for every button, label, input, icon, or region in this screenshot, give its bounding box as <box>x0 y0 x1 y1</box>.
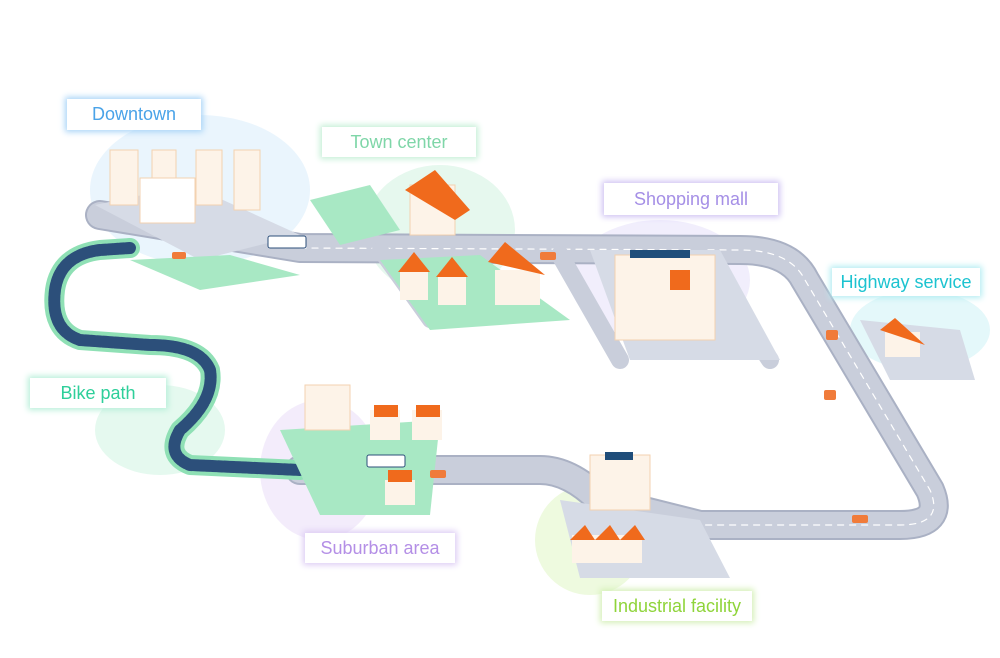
vehicles <box>172 235 868 523</box>
road-network <box>44 200 949 540</box>
buildings <box>109 149 925 563</box>
label-industrial-facility: Industrial facility <box>602 591 752 621</box>
label-shopping-mall: Shopping mall <box>604 183 778 215</box>
label-suburban-area: Suburban area <box>305 533 455 563</box>
label-town-center: Town center <box>322 127 476 157</box>
label-downtown: Downtown <box>67 99 201 130</box>
label-highway-service: Highway service <box>832 268 980 296</box>
label-bike-path: Bike path <box>30 378 166 408</box>
